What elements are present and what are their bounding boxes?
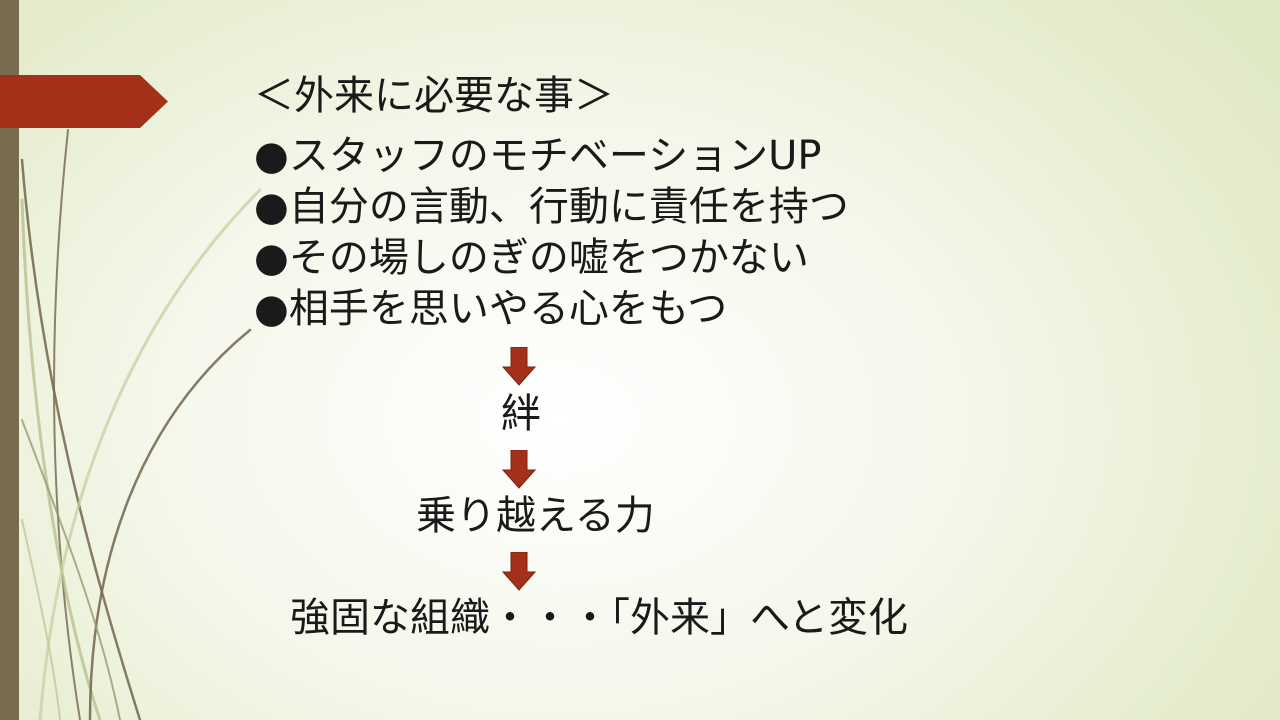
bullet-item: ●自分の言動、行動に責任を持つ [254, 184, 849, 230]
flow-step: 乗り越える力 [416, 493, 655, 539]
down-arrow-icon [501, 552, 537, 591]
down-arrow-icon [501, 450, 537, 489]
slide-title: ＜外来に必要な事＞ [254, 73, 614, 119]
flow-step: 強固な組織・・・「外来」へと変化 [290, 595, 908, 641]
accent-tag [0, 75, 168, 128]
bullet-item: ●相手を思いやる心をもつ [254, 286, 728, 332]
bullet-item: ●スタッフのモチベーションUP [254, 133, 822, 179]
grass-decoration [20, 129, 262, 720]
side-bar [0, 0, 19, 720]
flow-step: 絆 [501, 391, 541, 437]
down-arrow-icon [501, 347, 537, 386]
bullet-item: ●その場しのぎの嘘をつかない [254, 235, 809, 281]
